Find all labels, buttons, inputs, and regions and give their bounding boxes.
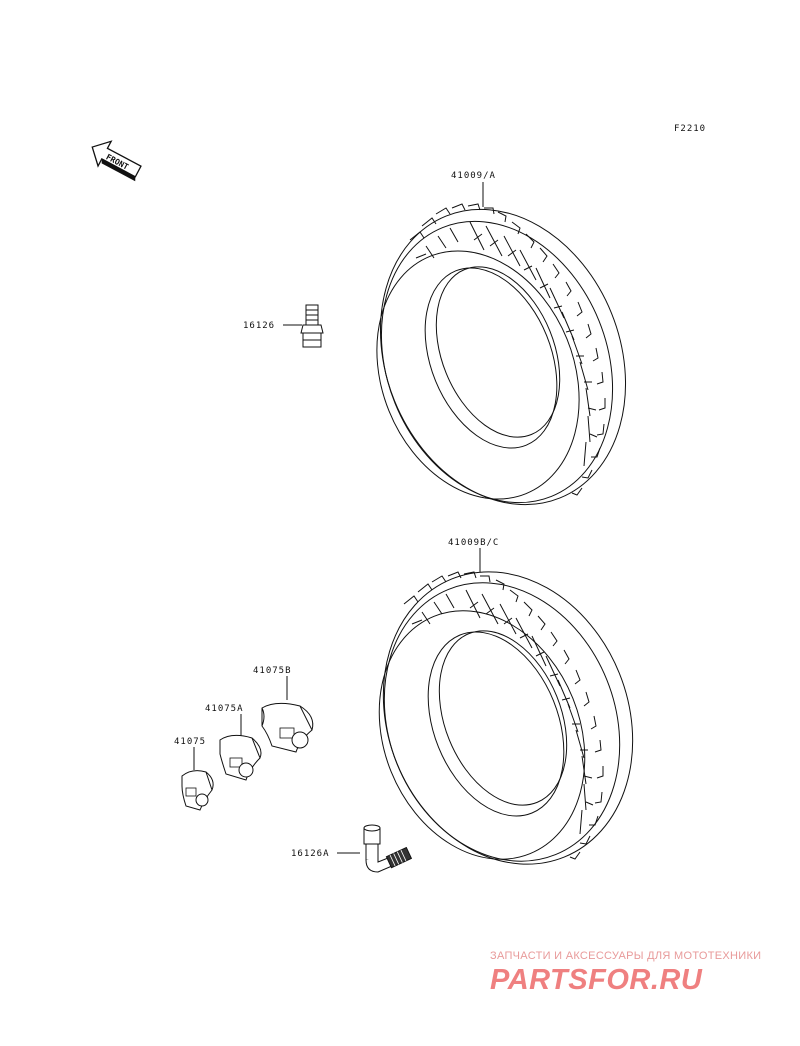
part-label-41075a: 41075A <box>205 704 244 714</box>
diagram-code: F2210 <box>674 124 706 134</box>
valve-straight: 16126 <box>243 304 324 348</box>
part-label-16126a: 16126A <box>291 849 330 859</box>
part-label-41009a: 41009/A <box>451 171 496 181</box>
watermark-logo: PARTSFOR.RU <box>490 964 703 996</box>
weight-41075: 41075 <box>174 737 214 811</box>
part-label-16126: 16126 <box>243 321 275 331</box>
weight-41075b: 41075B <box>253 666 314 753</box>
part-label-41075b: 41075B <box>253 666 292 676</box>
front-tire: 41009/A <box>376 171 627 506</box>
part-label-41009bc: 41009B/C <box>448 538 499 548</box>
part-label-41075: 41075 <box>174 737 206 747</box>
valve-angled: 16126A <box>291 824 413 873</box>
front-arrow-icon: FRONT <box>91 140 142 182</box>
watermark-tagline: ЗАПЧАСТИ И АКСЕССУАРЫ ДЛЯ МОТОТЕХНИКИ <box>490 950 762 962</box>
rear-tire: 41009B/C <box>378 538 634 865</box>
weight-41075a: 41075A <box>205 704 262 781</box>
